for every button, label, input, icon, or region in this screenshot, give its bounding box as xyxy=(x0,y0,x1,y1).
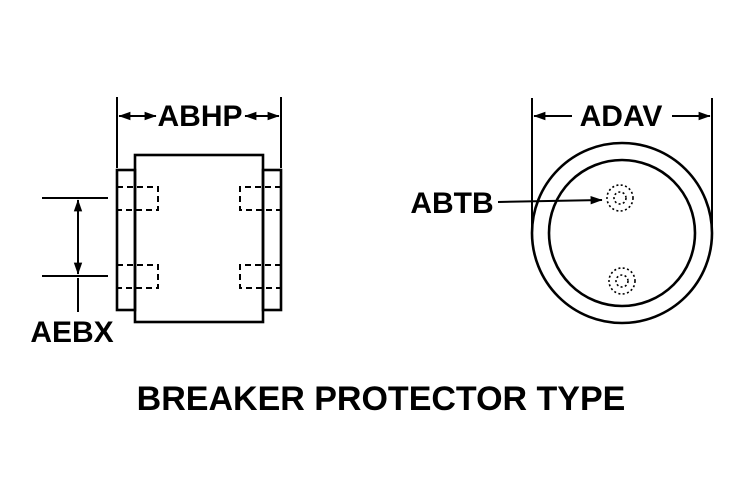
hidden-hole-bottom xyxy=(608,267,636,295)
side-view: ABHP AEBX xyxy=(30,97,283,349)
width-label: ABHP xyxy=(157,100,242,133)
hidden-pin-top-left xyxy=(117,186,159,211)
hidden-pins xyxy=(117,186,281,289)
hidden-pin-top-right xyxy=(239,186,281,211)
diameter-label: ADAV xyxy=(580,100,663,133)
hidden-hole-top xyxy=(606,184,634,212)
height-label: AEBX xyxy=(30,316,113,349)
body-outline xyxy=(133,153,265,324)
diagram-title: BREAKER PROTECTOR TYPE xyxy=(137,380,626,418)
outer-circle xyxy=(530,141,714,325)
height-dimension: AEBX xyxy=(30,197,114,349)
hidden-pin-bottom-left xyxy=(117,264,159,289)
end-view: ADAV ABTB xyxy=(410,98,714,325)
hidden-pin-bottom-right xyxy=(239,264,281,289)
hole-label: ABTB xyxy=(410,187,493,220)
inner-circle xyxy=(547,158,697,308)
diameter-dimension: ADAV xyxy=(531,98,713,232)
hole-leader: ABTB xyxy=(410,187,603,220)
width-dimension: ABHP xyxy=(116,97,282,168)
